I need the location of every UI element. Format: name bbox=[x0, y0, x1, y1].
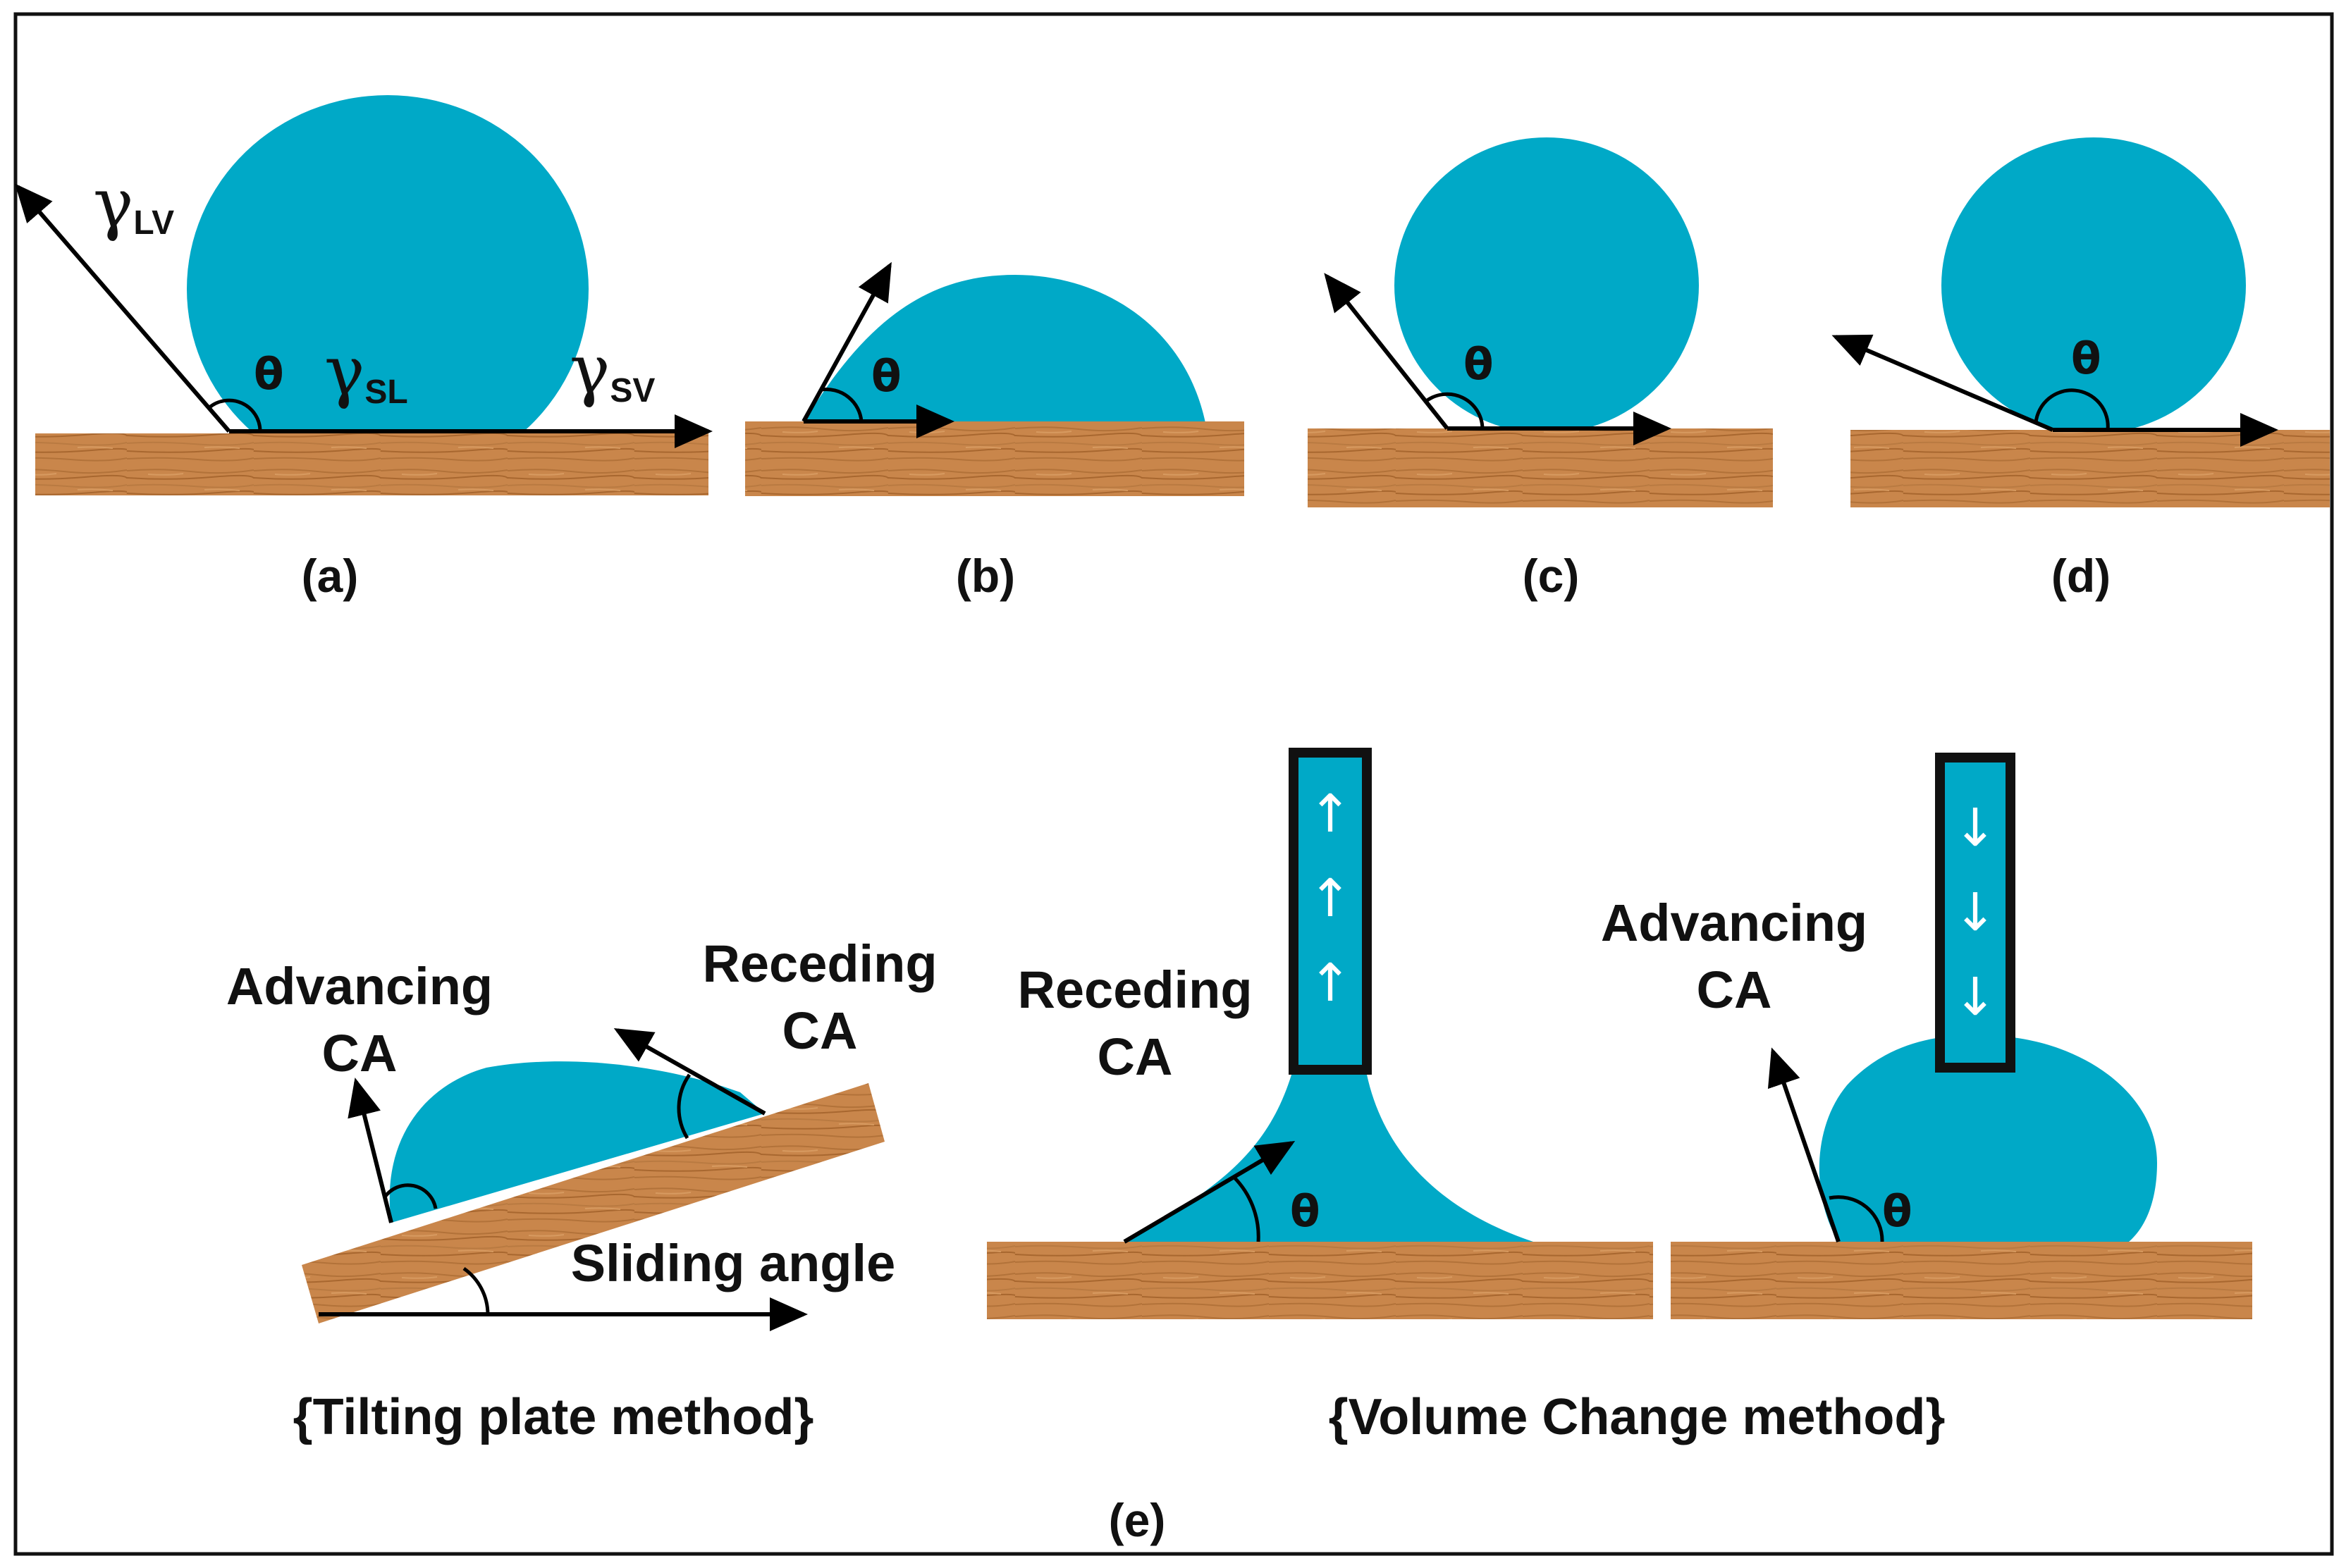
droplet-d bbox=[1941, 137, 2246, 433]
down-arrow-icon: ↓ bbox=[1953, 967, 1997, 1027]
wood-plate-c bbox=[1308, 428, 1773, 507]
outer-frame bbox=[13, 12, 2334, 1556]
theta-label-a: θ bbox=[254, 348, 284, 400]
panel-e-volume: ↑ ↑ ↑ θ Receding CA ↓ ↓ ↓ θ Advancing CA… bbox=[987, 748, 2252, 1445]
receding-ca-label: CA bbox=[782, 1001, 858, 1060]
angle-arc-icon bbox=[462, 1266, 490, 1315]
receding-label-vol: Receding bbox=[1017, 961, 1252, 1019]
volume-caption: {Volume Change method} bbox=[1329, 1389, 1946, 1445]
down-arrow-icon: ↓ bbox=[1953, 882, 1997, 943]
tilted-plate bbox=[302, 1083, 885, 1323]
panel-b: θ (b) bbox=[745, 261, 1244, 602]
panel-label-b: (b) bbox=[956, 550, 1015, 602]
tangent-arrow-icon-d bbox=[1831, 334, 2054, 432]
needle-receding bbox=[1289, 748, 1372, 1075]
receding-arrow-icon bbox=[613, 1028, 766, 1116]
theta-label-advancing: θ bbox=[1882, 1185, 1912, 1237]
panel-label-e: (e) bbox=[1109, 1494, 1166, 1546]
wood-plate-b bbox=[745, 421, 1244, 496]
droplet-b bbox=[804, 275, 1205, 423]
receding-tangent-arrow-icon bbox=[1123, 1140, 1296, 1244]
up-arrow-icon: ↑ bbox=[1308, 868, 1352, 929]
needle-advancing bbox=[1935, 753, 2015, 1073]
up-arrow-icon: ↑ bbox=[1308, 784, 1352, 844]
advancing-label: Advancing bbox=[226, 957, 493, 1016]
angle-arc-icon bbox=[382, 1183, 438, 1209]
panel-e-tilting: Advancing CA Receding CA Sliding angle {… bbox=[226, 934, 938, 1445]
advancing-ca-label: CA bbox=[322, 1024, 398, 1082]
down-arrow-icon: ↓ bbox=[1953, 798, 1997, 858]
angle-arc-icon bbox=[207, 398, 262, 432]
advancing-arrow-icon bbox=[348, 1078, 393, 1223]
angle-arc-icon bbox=[1829, 1195, 1884, 1242]
theta-label-b: θ bbox=[871, 350, 902, 402]
wood-plate-advancing bbox=[1671, 1242, 2252, 1319]
wood-plate-d bbox=[1850, 430, 2330, 507]
theta-label-c: θ bbox=[1463, 338, 1494, 390]
advancing-tangent-arrow-icon bbox=[1767, 1047, 1841, 1242]
gamma-sv-label: γSV bbox=[570, 331, 655, 409]
angle-arc-icon bbox=[2034, 388, 2110, 431]
panel-label-d: (d) bbox=[2051, 550, 2111, 602]
advancing-ca-label-vol: CA bbox=[1697, 961, 1772, 1019]
wood-plate-receding bbox=[987, 1242, 1653, 1319]
tilting-caption: {Tilting plate method} bbox=[293, 1389, 814, 1445]
panel-label-a: (a) bbox=[302, 550, 359, 602]
droplet-a bbox=[187, 95, 589, 483]
droplet-c bbox=[1394, 137, 1699, 433]
angle-arc-icon bbox=[677, 1073, 692, 1140]
droplet-receding bbox=[1124, 1068, 1533, 1242]
angle-arc-icon bbox=[1424, 392, 1485, 429]
receding-label: Receding bbox=[702, 934, 937, 993]
theta-label-receding: θ bbox=[1290, 1185, 1320, 1237]
gamma-lv-arrow-icon bbox=[15, 183, 231, 433]
receding-ca-label-vol: CA bbox=[1098, 1027, 1173, 1086]
tangent-arrow-icon-c bbox=[1324, 273, 1449, 430]
theta-label-d: θ bbox=[2071, 333, 2101, 384]
sliding-angle-label: Sliding angle bbox=[571, 1234, 895, 1292]
advancing-label-vol: Advancing bbox=[1601, 894, 1867, 952]
droplet-advancing bbox=[1819, 1035, 2157, 1242]
tangent-arrow-icon-b bbox=[802, 261, 892, 423]
angle-arc-icon bbox=[821, 388, 864, 422]
up-arrow-icon: ↑ bbox=[1308, 953, 1352, 1013]
panel-c: θ (c) bbox=[1308, 137, 1773, 602]
panel-label-c: (c) bbox=[1523, 550, 1580, 602]
panel-a: θ γLV γSL γSV (a) bbox=[15, 95, 713, 602]
angle-arc-icon bbox=[1232, 1175, 1260, 1242]
wood-plate-a bbox=[35, 433, 708, 495]
gamma-sl-label: γSL bbox=[324, 332, 408, 411]
panel-d: θ (d) bbox=[1831, 137, 2330, 602]
droplet-tilted bbox=[389, 1061, 765, 1223]
gamma-lv-label: γLV bbox=[93, 164, 174, 243]
